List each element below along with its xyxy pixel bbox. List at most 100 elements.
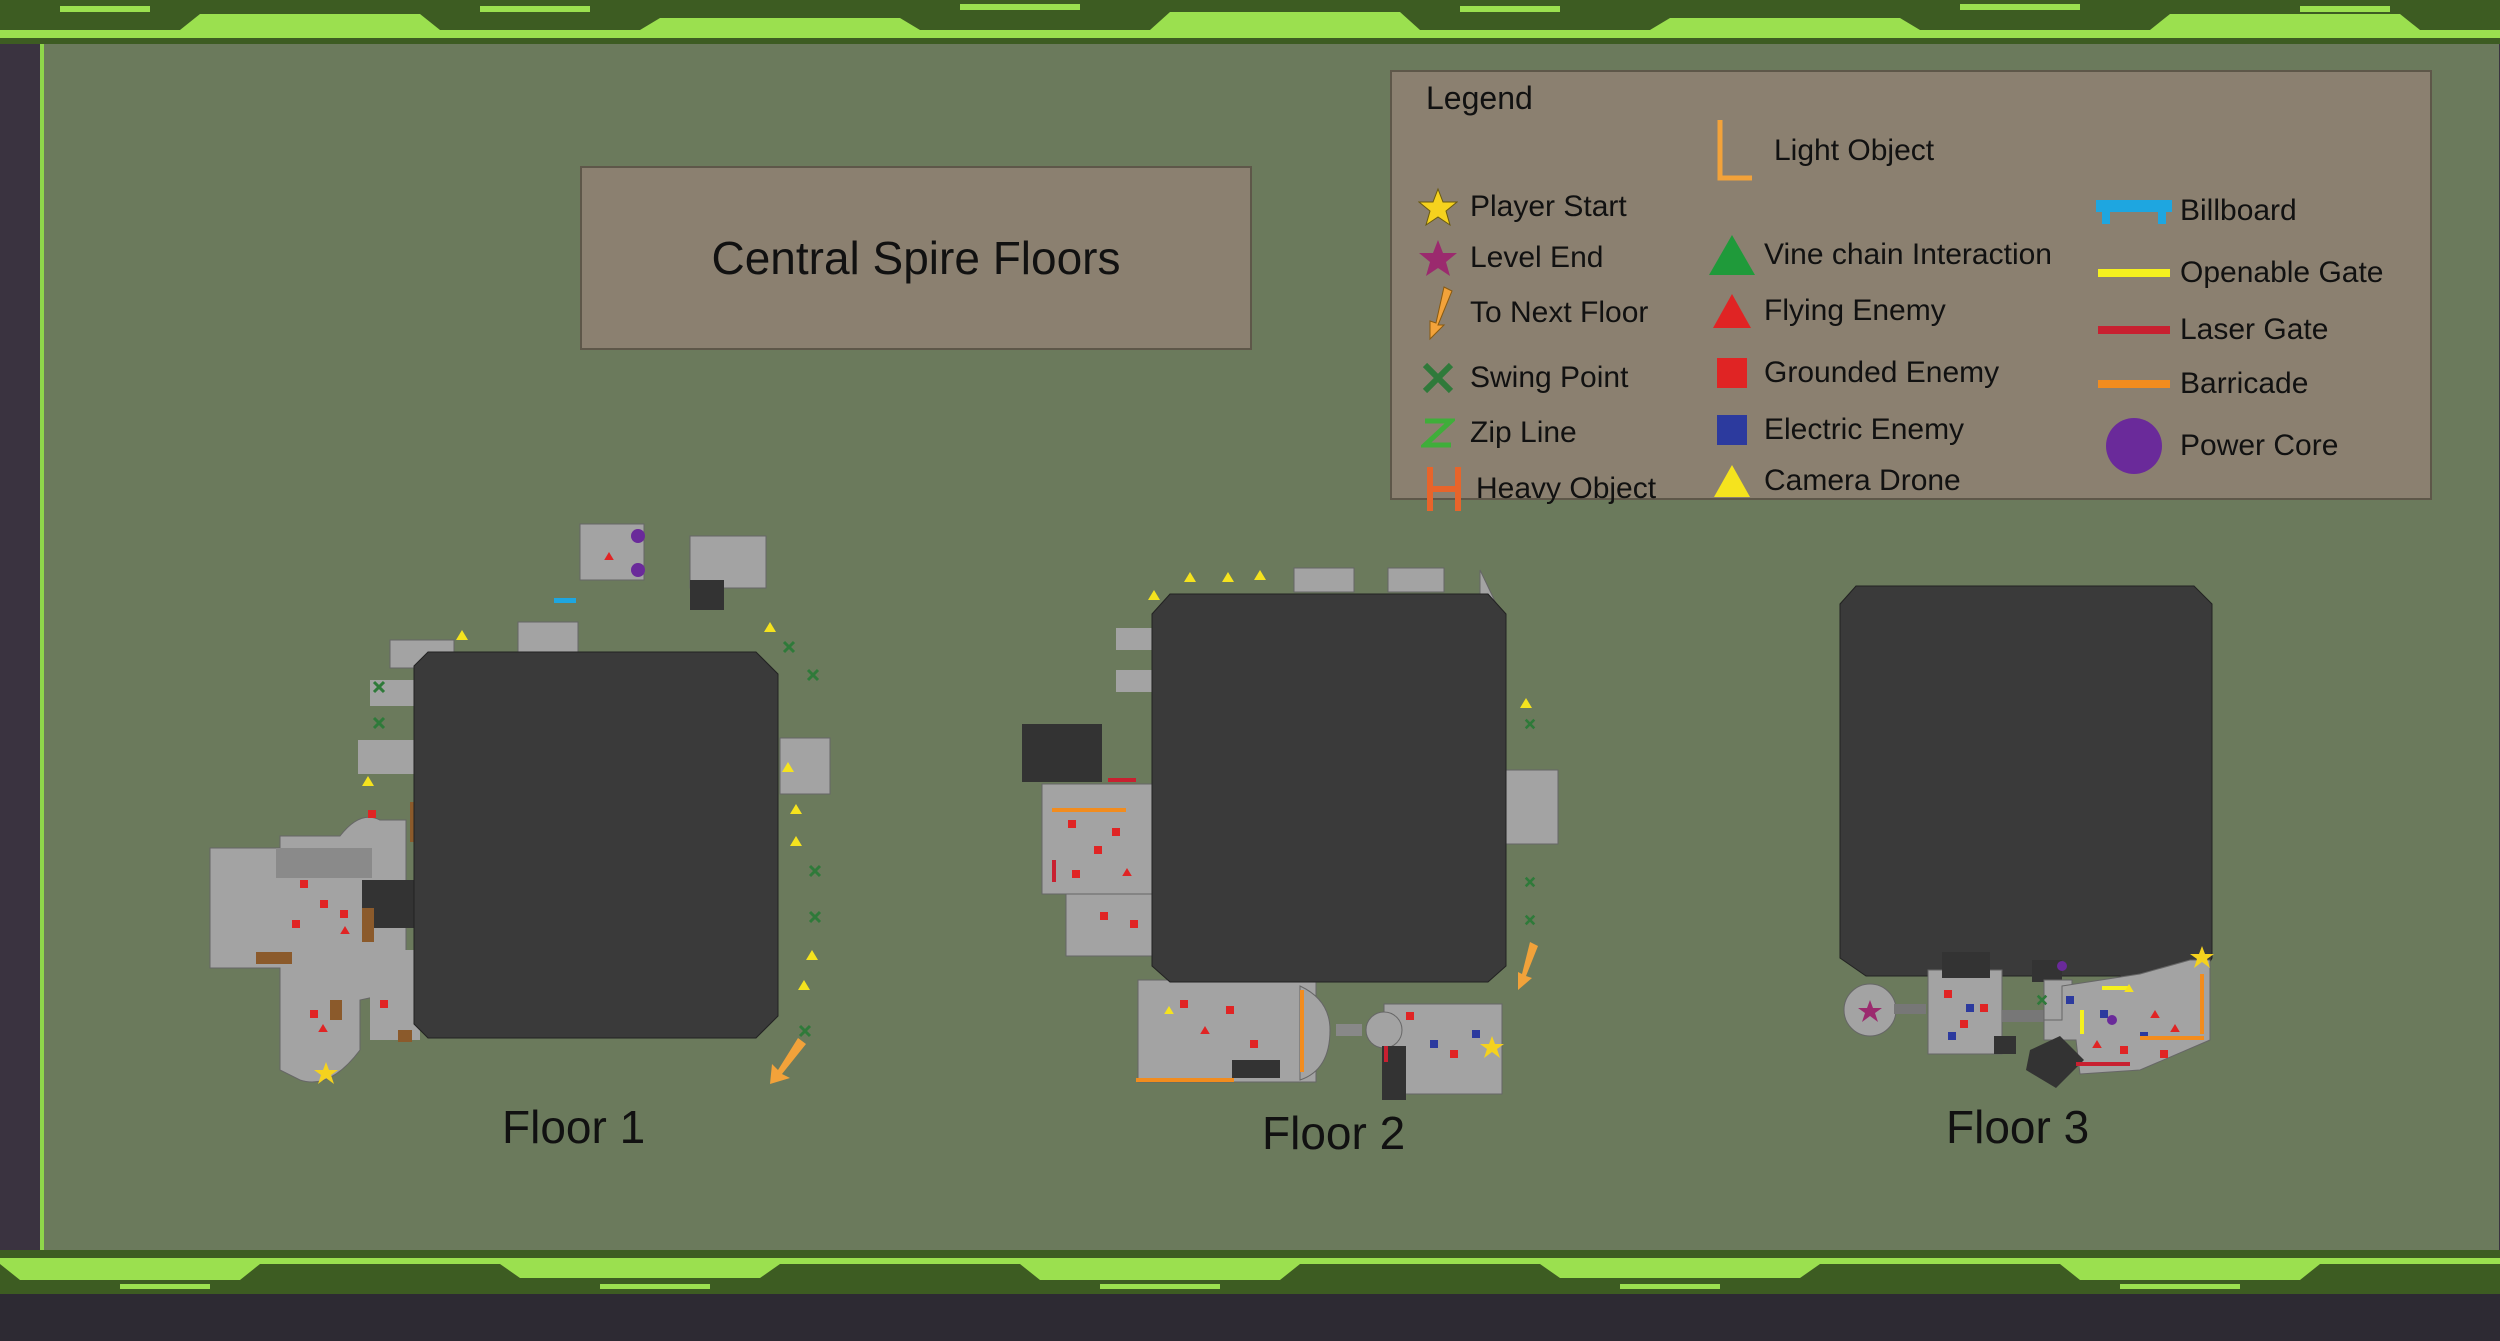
- floor-3-label: Floor 3: [1946, 1101, 2090, 1153]
- green-x-icon: [1422, 362, 1454, 394]
- legend-item-grounded-enemy: Grounded Enemy: [1704, 348, 1999, 398]
- room: [358, 740, 416, 774]
- room: [1065, 893, 1163, 957]
- legend-label: Level End: [1470, 241, 1604, 274]
- floor-3-map: [1839, 585, 2214, 1088]
- legend-label: Electric Enemy: [1764, 413, 1965, 446]
- green-z-icon: [1421, 418, 1455, 448]
- legend-label: Barricade: [2180, 367, 2309, 400]
- room: [276, 848, 372, 878]
- title-box: Central Spire Floors: [580, 166, 1252, 350]
- legend-item-heavy-object: Heavy Object: [1416, 464, 1656, 514]
- room: [1894, 1004, 1926, 1014]
- room: [1994, 1036, 2016, 1054]
- floor-1-map: [209, 523, 831, 1084]
- legend-item-power-core: Power Core: [2092, 416, 2338, 476]
- legend-item-light-object: Light Object: [1704, 116, 1934, 186]
- legend-label: Laser Gate: [2180, 313, 2329, 346]
- legend-item-to-next-floor: To Next Floor: [1410, 286, 1649, 341]
- bottom-dark-strip: [0, 1294, 2500, 1341]
- legend-item-vine-chain: Vine chain Interaction: [1704, 230, 2052, 280]
- red-bar-icon: [2098, 326, 2170, 334]
- blue-billboard-icon: [2096, 200, 2172, 224]
- legend-item-electric-enemy: Electric Enemy: [1704, 405, 1964, 455]
- legend-label: Camera Drone: [1764, 464, 1961, 497]
- red-square-icon: [1717, 358, 1747, 388]
- room: [517, 621, 579, 653]
- green-triangle-icon: [1709, 235, 1755, 275]
- legend-heading: Legend: [1426, 80, 1533, 116]
- legend-item-zip-line: Zip Line: [1410, 408, 1577, 458]
- yellow-star-icon: [1418, 187, 1458, 227]
- spire-core: [1151, 593, 1507, 983]
- room: [362, 908, 374, 942]
- legend-label: Player Start: [1470, 190, 1627, 223]
- legend-label: Openable Gate: [2180, 256, 2384, 289]
- floor-2-label: Floor 2: [1262, 1107, 1406, 1159]
- legend-label: Heavy Object: [1476, 472, 1657, 505]
- room: [1942, 952, 1990, 978]
- legend-label: Swing Point: [1470, 361, 1629, 394]
- room: [1041, 783, 1163, 895]
- room: [690, 580, 724, 610]
- room: [1116, 670, 1152, 692]
- floor-1-label: Floor 1: [502, 1101, 646, 1153]
- room: [2002, 1010, 2044, 1022]
- legend-item-flying-enemy: Flying Enemy: [1704, 286, 1946, 336]
- legend-label: Billboard: [2180, 194, 2297, 227]
- orange-arrow-icon: [1429, 286, 1453, 341]
- legend-label: Flying Enemy: [1764, 294, 1946, 327]
- legend-label: To Next Floor: [1470, 296, 1649, 329]
- legend-panel: Legend Player Start Level End To Next Fl…: [1390, 70, 2432, 511]
- room: [2026, 1036, 2084, 1088]
- legend-label: Zip Line: [1470, 416, 1577, 449]
- red-triangle-icon: [1713, 294, 1751, 328]
- purple-circle-icon: [2106, 418, 2162, 474]
- magenta-star-icon: [1419, 240, 1457, 276]
- legend-item-openable-gate: Openable Gate: [2092, 248, 2383, 298]
- legend-item-billboard: Billboard: [2092, 186, 2297, 236]
- room: [1336, 1024, 1362, 1036]
- room: [256, 952, 292, 964]
- floor-2-map: [1022, 567, 1559, 1100]
- legend-item-player-start: Player Start: [1410, 182, 1627, 232]
- room: [330, 1000, 342, 1020]
- legend-label: Grounded Enemy: [1764, 356, 2000, 389]
- room: [1116, 628, 1152, 650]
- room: [2032, 960, 2062, 982]
- room: [1365, 1011, 1403, 1049]
- room: [1299, 985, 1331, 1081]
- room: [209, 816, 407, 1083]
- room: [1387, 567, 1445, 593]
- legend-item-barricade: Barricade: [2092, 359, 2308, 409]
- room: [1293, 567, 1355, 593]
- orange-h-icon: [1427, 467, 1461, 511]
- spire-core: [1839, 585, 2213, 991]
- legend-item-laser-gate: Laser Gate: [2092, 305, 2328, 355]
- top-circuit-border: [0, 0, 2500, 44]
- room: [398, 1030, 412, 1042]
- legend-label: Power Core: [2180, 429, 2339, 462]
- legend-label: Light Object: [1774, 134, 1935, 167]
- bottom-circuit-border: [0, 1250, 2500, 1294]
- yellow-bar-icon: [2098, 269, 2170, 277]
- room: [1137, 979, 1317, 1083]
- room: [370, 950, 420, 1040]
- orange-bar-icon: [2098, 380, 2170, 388]
- legend-label: Vine chain Interaction: [1764, 238, 2052, 271]
- room: [1232, 1060, 1280, 1078]
- legend-item-camera-drone: Camera Drone: [1704, 456, 1961, 506]
- orange-l-icon: [1717, 120, 1752, 181]
- yellow-triangle-icon: [1714, 465, 1750, 497]
- room: [1022, 724, 1102, 782]
- room: [1505, 769, 1559, 845]
- legend-item-swing-point: Swing Point: [1410, 353, 1628, 403]
- blue-square-icon: [1717, 415, 1747, 445]
- legend-item-level-end: Level End: [1410, 233, 1603, 283]
- room: [689, 535, 767, 589]
- page-title: Central Spire Floors: [711, 232, 1121, 284]
- room: [2043, 959, 2211, 1075]
- spire-core: [413, 651, 779, 1039]
- room: [1927, 969, 2003, 1055]
